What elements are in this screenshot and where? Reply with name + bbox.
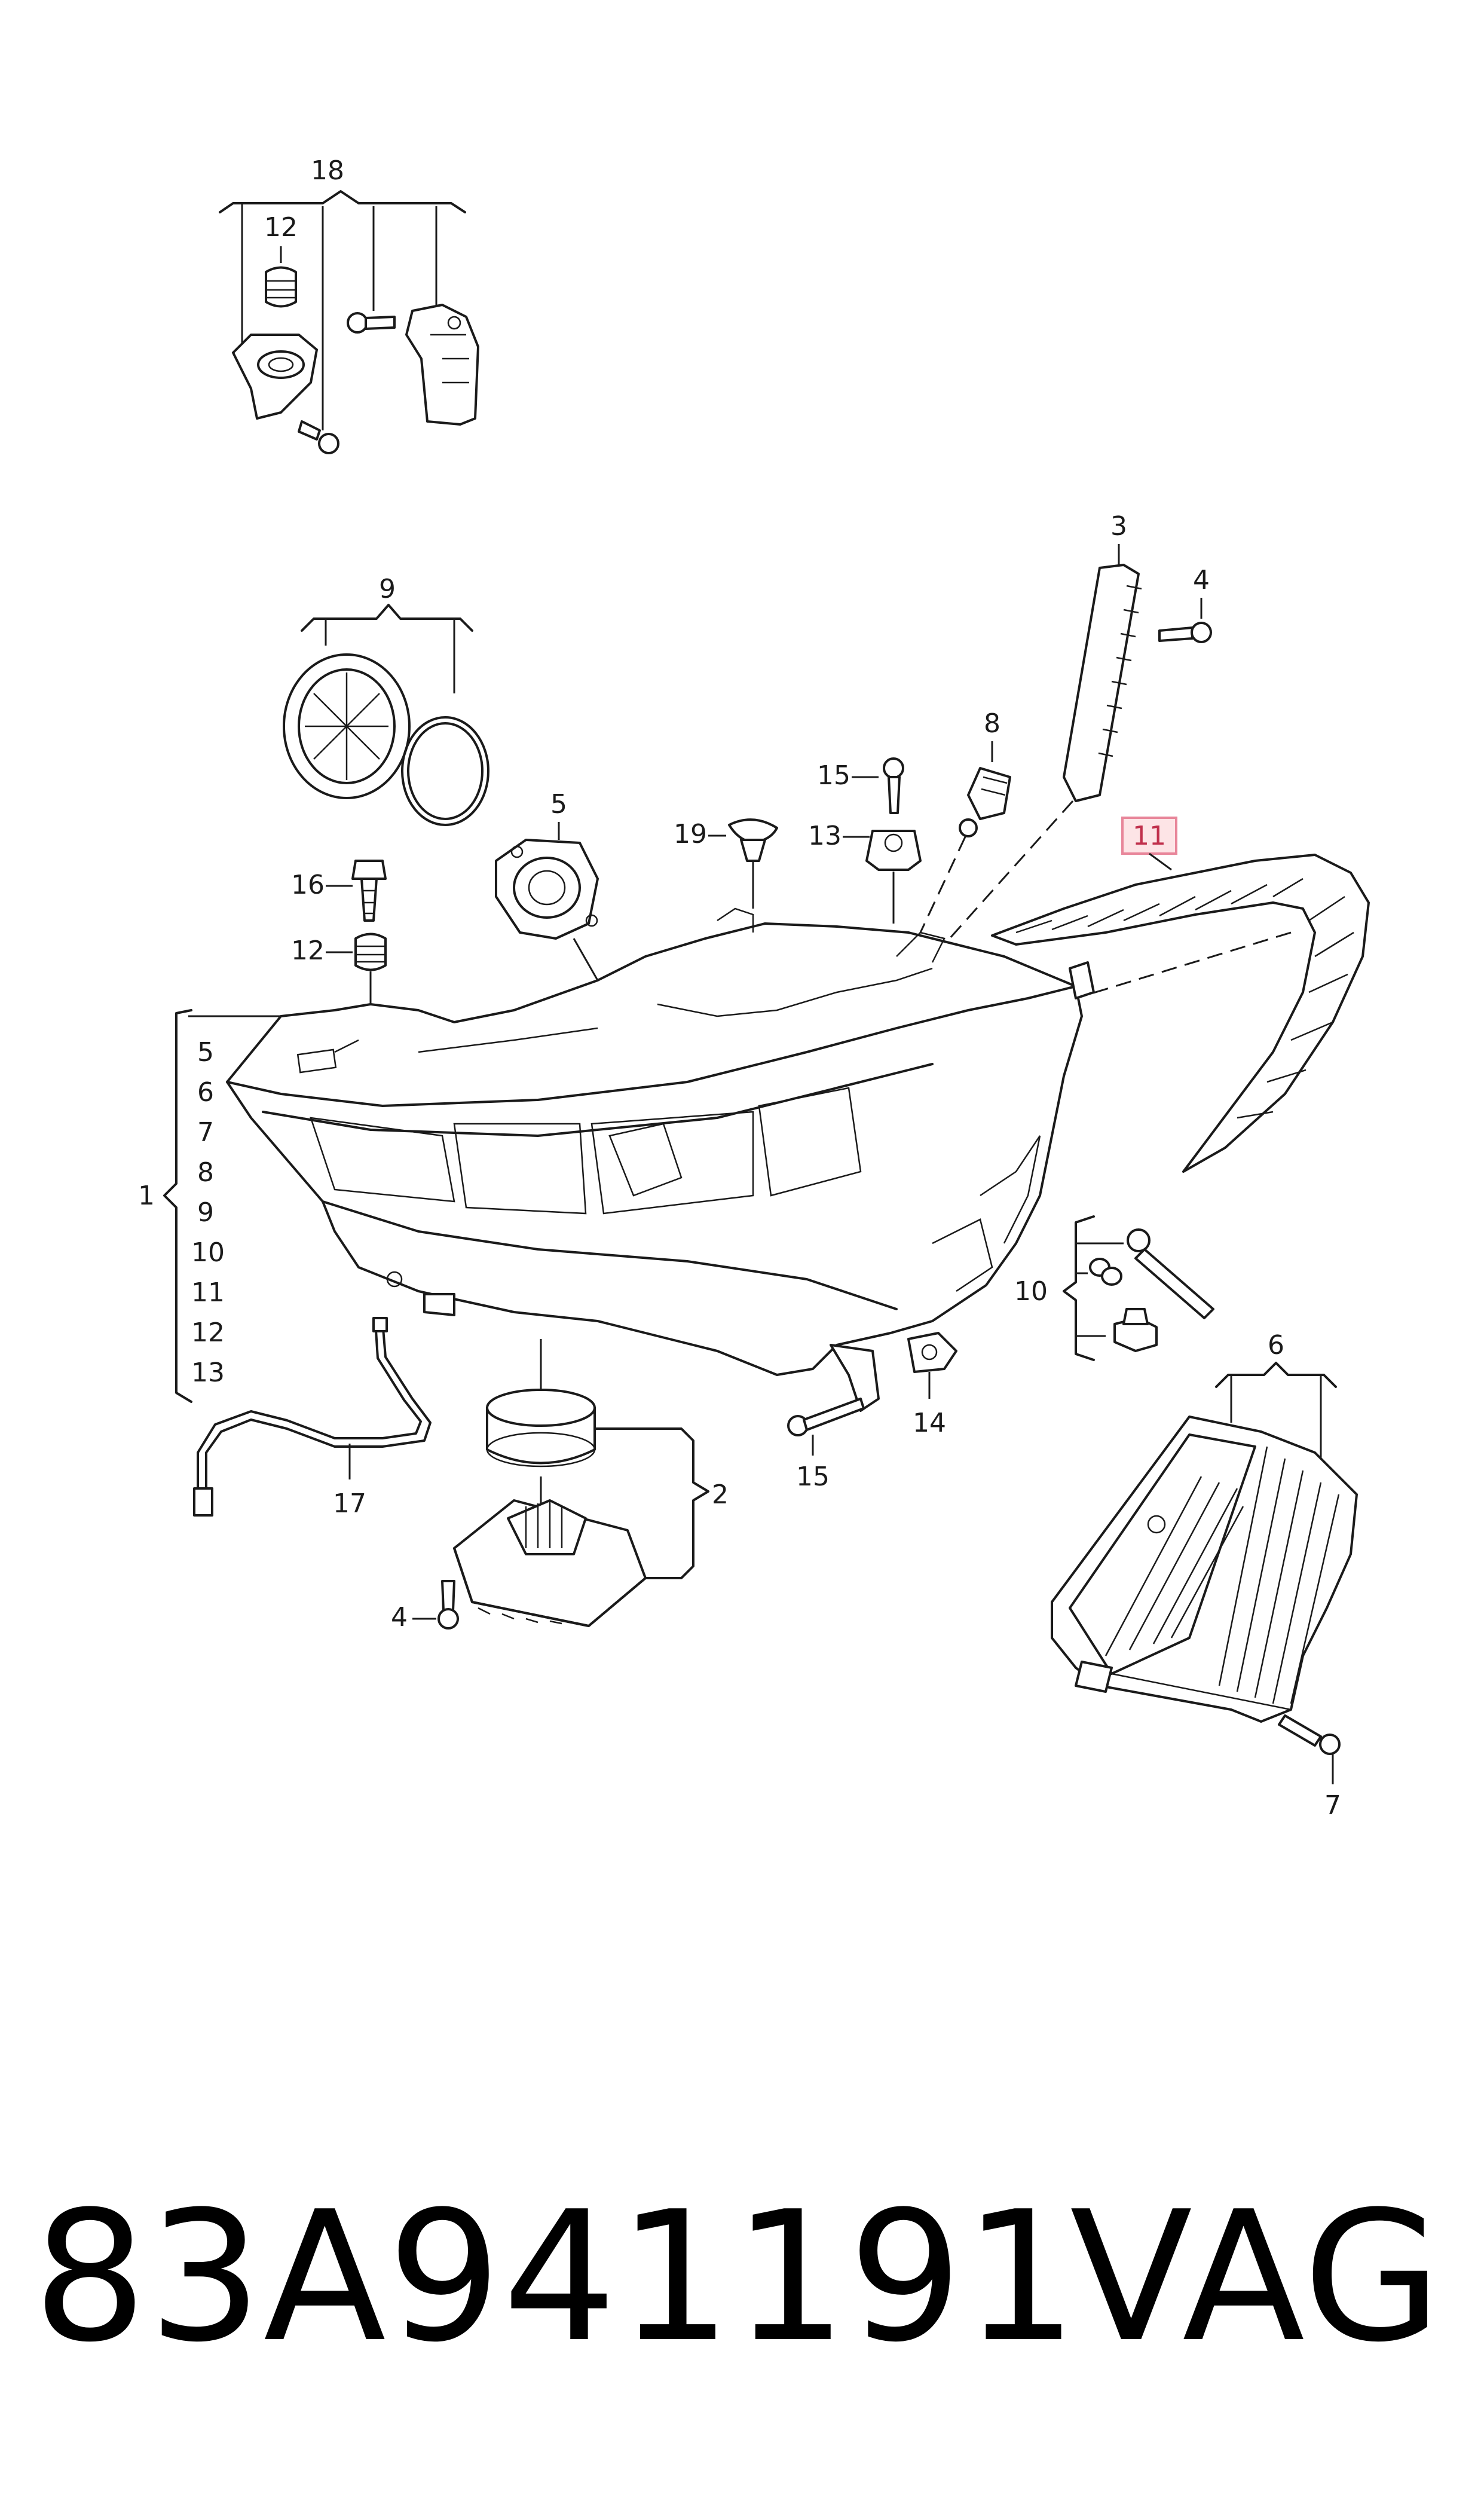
group-1-item: 7 xyxy=(197,1117,214,1148)
label-11: 11 xyxy=(1133,821,1166,851)
label-14: 14 xyxy=(913,1408,946,1438)
part-group-9: 9 xyxy=(283,574,489,826)
connector-plug-icon xyxy=(193,1487,213,1517)
light-module-icon xyxy=(1051,1416,1358,1723)
clip-icon xyxy=(907,1332,957,1373)
label-2: 2 xyxy=(712,1479,729,1510)
highlight-box-11 xyxy=(1121,817,1177,855)
clip-icon xyxy=(728,818,778,862)
group-1-item: 12 xyxy=(191,1317,225,1348)
adjuster-motor-icon xyxy=(495,839,599,940)
label-4-bot: 4 xyxy=(391,1602,408,1633)
part-group-5: 5 xyxy=(495,789,599,981)
footer: 83A941191 VAG xyxy=(0,2152,1484,2403)
group-1-item: 8 xyxy=(197,1157,214,1188)
part-group-6: 6 7 xyxy=(1051,1330,1358,1821)
bush-icon xyxy=(1089,1258,1122,1286)
part-group-3-4: 3 4 xyxy=(943,511,1212,946)
connector-plug-icon xyxy=(372,1317,388,1332)
label-5: 5 xyxy=(550,789,567,820)
group-1-item: 6 xyxy=(197,1077,214,1108)
label-16: 16 xyxy=(291,870,325,900)
bolt-icon xyxy=(351,860,387,922)
label-12-mid: 12 xyxy=(291,936,325,966)
label-9: 9 xyxy=(379,574,396,604)
part-group-10: 10 xyxy=(1014,1215,1214,1361)
bolt-icon xyxy=(787,1398,865,1436)
label-18: 18 xyxy=(311,155,344,186)
part-group-19: 19 xyxy=(674,818,778,909)
bolt-icon xyxy=(298,420,339,454)
label-3: 3 xyxy=(1110,511,1127,542)
label-19: 19 xyxy=(674,819,707,849)
part-number: 83A941191 xyxy=(33,2173,1079,2382)
part-group-1: 1 5 6 7 8 9 10 11 12 13 xyxy=(138,1009,284,1403)
label-10: 10 xyxy=(1014,1276,1048,1307)
label-6: 6 xyxy=(1268,1330,1284,1361)
bolt-icon xyxy=(883,757,904,814)
part-group-8: 8 xyxy=(919,708,1011,933)
connector-icon xyxy=(959,767,1011,837)
bolt-icon xyxy=(1278,1714,1341,1755)
group-1-item: 10 xyxy=(191,1237,225,1268)
bolt-icon xyxy=(437,1580,459,1630)
seal-ring-icon xyxy=(486,1389,596,1468)
label-8: 8 xyxy=(984,708,1000,739)
part-group-2: 2 4 xyxy=(391,1339,729,1633)
label-15-bot: 15 xyxy=(796,1462,830,1492)
label-17: 17 xyxy=(333,1488,366,1519)
part-group-11: 11 xyxy=(991,817,1370,1173)
brand-name: VAG xyxy=(1070,2173,1443,2382)
headlamp-housing xyxy=(226,907,1095,1412)
bolt-icon xyxy=(1158,622,1212,643)
screw-plug-icon xyxy=(354,933,387,971)
seal-ring-icon xyxy=(401,716,489,826)
group-1-item: 13 xyxy=(191,1358,225,1388)
group-1-item: 5 xyxy=(197,1037,214,1068)
part-group-15-14: 15 14 xyxy=(787,1332,957,1492)
pin-icon xyxy=(1127,1228,1214,1319)
part-group-15-13: 15 13 xyxy=(808,757,922,924)
holder-bracket-icon xyxy=(405,304,479,426)
part-group-17: 17 xyxy=(193,1317,432,1519)
bolt-icon xyxy=(347,312,396,334)
group-1-item: 11 xyxy=(191,1277,225,1308)
label-13: 13 xyxy=(808,821,842,851)
label-7: 7 xyxy=(1324,1790,1341,1821)
label-15-top: 15 xyxy=(817,760,850,791)
adjuster-bracket-icon xyxy=(232,334,318,420)
control-unit-icon xyxy=(453,1499,647,1627)
mounting-strip-icon xyxy=(1063,564,1142,802)
trim-strip-icon xyxy=(991,854,1370,1173)
label-12-top: 12 xyxy=(264,212,298,243)
part-group-16-12: 16 12 xyxy=(291,860,387,1004)
label-1: 1 xyxy=(138,1181,155,1211)
grommet-icon xyxy=(865,830,922,871)
label-4-top: 4 xyxy=(1193,565,1210,595)
screw-plug-icon xyxy=(265,266,297,308)
group-1-item: 9 xyxy=(197,1197,214,1228)
nut-icon xyxy=(1113,1308,1158,1352)
cover-cap-icon xyxy=(283,653,411,799)
part-group-18: 18 12 xyxy=(219,155,479,454)
